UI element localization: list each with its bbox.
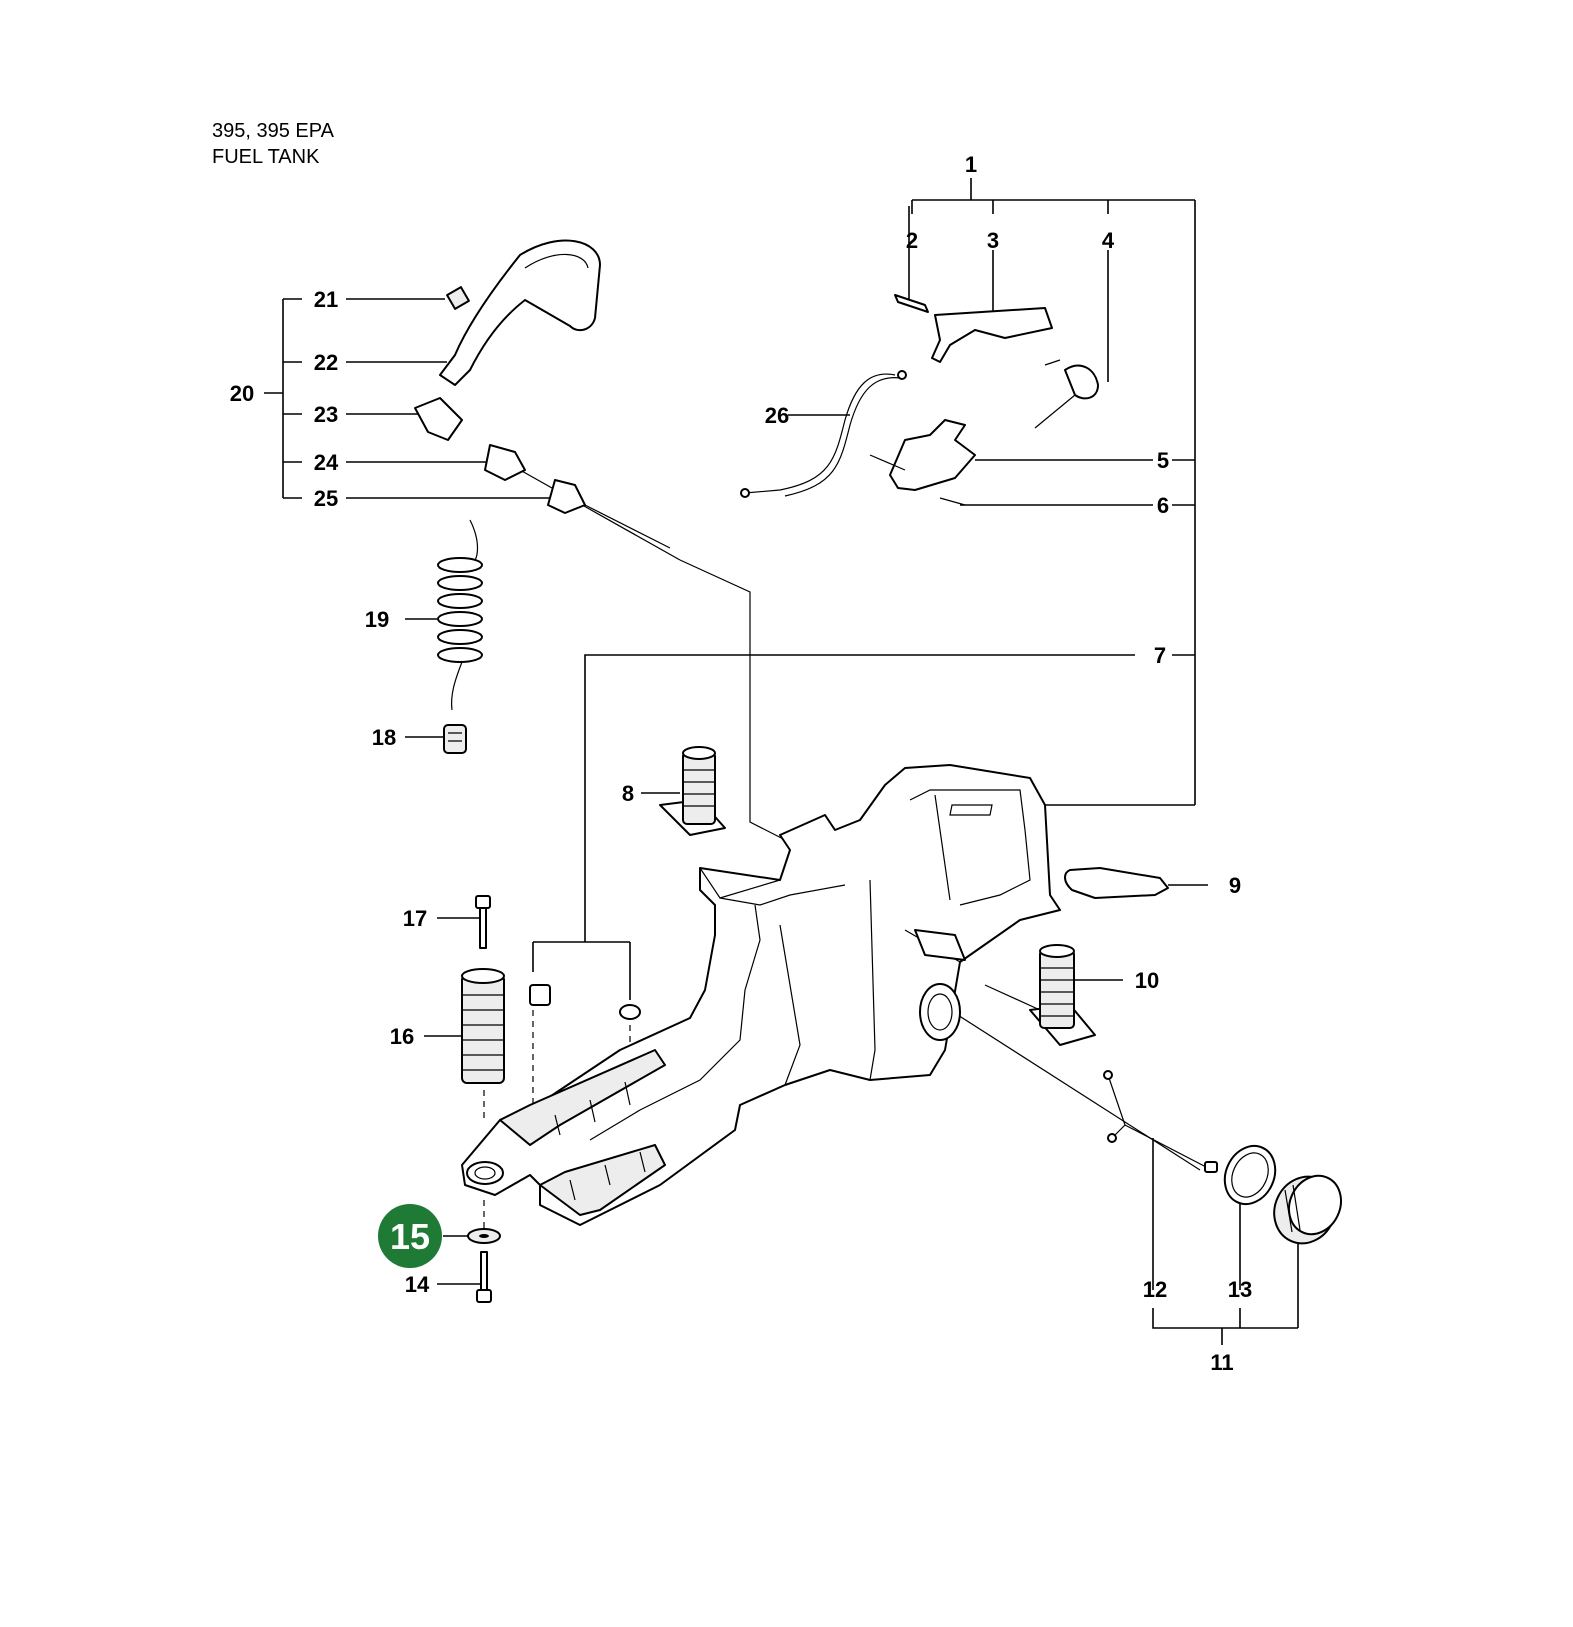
- damper-10: [1029, 944, 1096, 1046]
- part-label-16: 16: [390, 1024, 414, 1049]
- part-label-15: 15: [390, 1216, 430, 1257]
- fuel-tank-body: [461, 764, 1061, 1226]
- part-label-19: 19: [365, 607, 389, 632]
- fuel-pickup-coil: [437, 519, 483, 711]
- part-label-5: 5: [1157, 448, 1169, 473]
- part-label-8: 8: [622, 781, 634, 806]
- section-title: FUEL TANK: [212, 146, 320, 168]
- highlight-badge-15[interactable]: 15: [378, 1204, 442, 1268]
- part-label-24: 24: [314, 450, 339, 475]
- part-label-20: 20: [230, 381, 254, 406]
- part-label-21: 21: [314, 287, 338, 312]
- anti-vibration-dampers: [461, 746, 1096, 1084]
- ignition-wire: [740, 370, 907, 498]
- part-label-14: 14: [405, 1272, 430, 1297]
- diagram-header: 395, 395 EPA FUEL TANK: [212, 118, 334, 170]
- part-labels: 1 2 3 4 5 6 7 8 9 10 11 12 13 14 16 17 1…: [230, 152, 1252, 1375]
- fuel-cap-assembly: [1103, 1070, 1342, 1245]
- part-label-11: 11: [1210, 1350, 1233, 1375]
- part-label-23: 23: [314, 402, 338, 427]
- part-label-22: 22: [314, 350, 338, 375]
- part-label-9: 9: [1229, 873, 1241, 898]
- part-label-2: 2: [906, 228, 918, 253]
- throttle-parts: [869, 294, 1099, 506]
- part-label-18: 18: [372, 725, 396, 750]
- part-label-1: 1: [965, 152, 977, 177]
- damper-8: [659, 746, 726, 836]
- cover-part: [1064, 867, 1169, 899]
- part-label-25: 25: [314, 486, 338, 511]
- fuel-filter: [443, 724, 467, 754]
- fasteners: [467, 895, 641, 1303]
- part-label-17: 17: [403, 906, 427, 931]
- damper-16: [461, 968, 505, 1084]
- part-label-26: 26: [765, 403, 789, 428]
- part-label-7: 7: [1154, 643, 1166, 668]
- part-label-12: 12: [1143, 1277, 1167, 1302]
- model-title: 395, 395 EPA: [212, 120, 334, 142]
- part-label-4: 4: [1102, 228, 1115, 253]
- part-label-13: 13: [1228, 1277, 1252, 1302]
- part-label-3: 3: [987, 228, 999, 253]
- fuel-hose-assembly: [414, 239, 671, 549]
- leader-lines: [346, 206, 1241, 1290]
- highlight-circle: [378, 1204, 442, 1268]
- part-label-6: 6: [1157, 493, 1169, 518]
- part-label-10: 10: [1135, 968, 1159, 993]
- bracket-lines: [264, 178, 1299, 1345]
